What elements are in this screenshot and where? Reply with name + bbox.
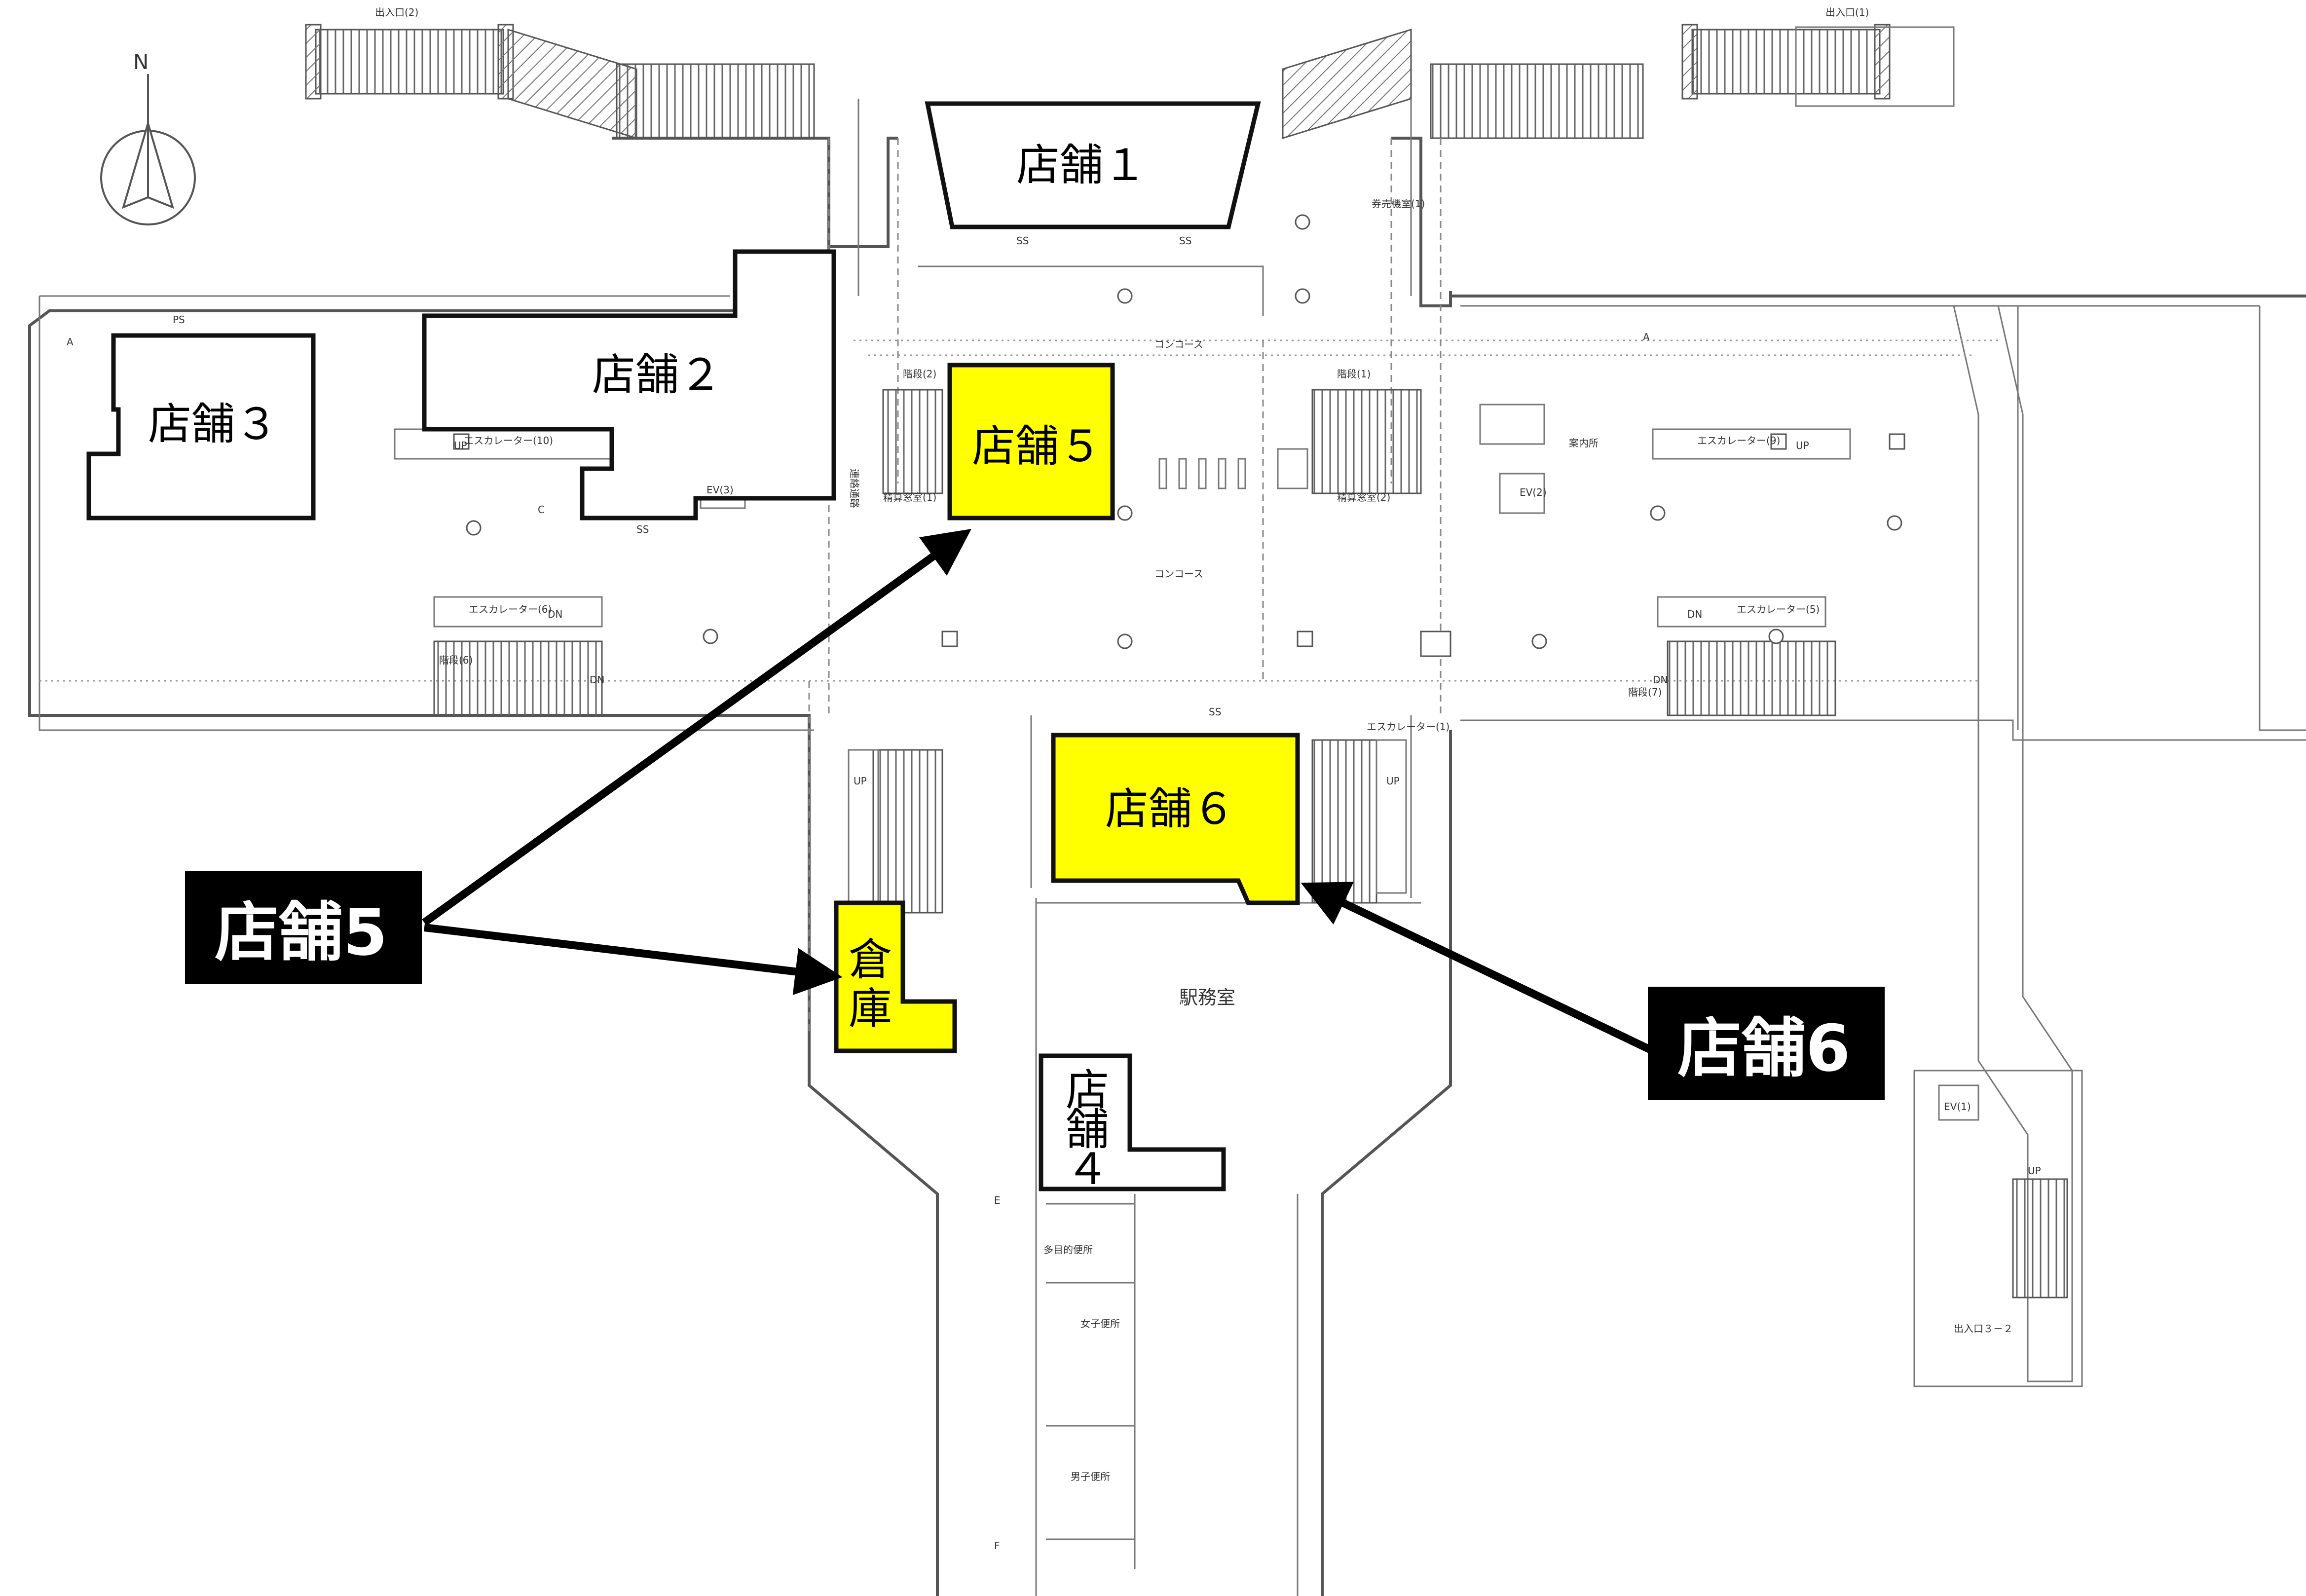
svg-text:コンコース: コンコース xyxy=(1154,338,1203,350)
svg-text:庫: 庫 xyxy=(849,983,892,1034)
svg-text:階段(7): 階段(7) xyxy=(1628,686,1662,698)
svg-text:店舗１: 店舗１ xyxy=(1016,140,1147,190)
svg-text:DN: DN xyxy=(1687,608,1702,620)
svg-text:駅務室: 駅務室 xyxy=(1179,987,1235,1008)
svg-text:男子便所: 男子便所 xyxy=(1071,1471,1110,1483)
exit-right-label: 出入口(1) xyxy=(1825,6,1869,18)
svg-text:精算窓室(2): 精算窓室(2) xyxy=(1337,491,1390,503)
svg-text:４: ４ xyxy=(1066,1144,1109,1194)
svg-text:EV(1): EV(1) xyxy=(1944,1101,1971,1113)
svg-text:UP: UP xyxy=(1386,775,1400,787)
columns xyxy=(453,214,1905,657)
svg-text:EV(2): EV(2) xyxy=(1520,486,1547,498)
svg-text:案内所: 案内所 xyxy=(1569,437,1599,449)
svg-text:エスカレーター(1): エスカレーター(1) xyxy=(1367,721,1450,733)
storage-highlight: 倉 庫 xyxy=(834,900,957,1053)
svg-text:エスカレーター(10): エスカレーター(10) xyxy=(464,435,553,446)
svg-text:店: 店 xyxy=(1066,1065,1109,1115)
svg-text:UP: UP xyxy=(854,775,867,787)
svg-text:エスカレーター(9): エスカレーター(9) xyxy=(1697,435,1780,446)
svg-text:E: E xyxy=(994,1194,1001,1206)
compass: N xyxy=(100,50,196,225)
svg-text:DN: DN xyxy=(590,674,604,686)
svg-text:F: F xyxy=(994,1540,1000,1552)
svg-text:エスカレーター(6): エスカレーター(6) xyxy=(469,603,552,615)
svg-text:SS: SS xyxy=(636,523,649,535)
svg-text:DN: DN xyxy=(548,608,562,620)
svg-text:店舗6: 店舗6 xyxy=(1677,1011,1850,1086)
stairs-and-escalators xyxy=(394,389,2068,1299)
shop-1: 店舗１ xyxy=(925,101,1261,229)
shop-4: 店 舗 ４ xyxy=(1039,1053,1226,1194)
svg-text:PS: PS xyxy=(173,314,185,326)
svg-text:舗: 舗 xyxy=(1066,1104,1109,1155)
svg-text:UP: UP xyxy=(1796,440,1809,451)
svg-text:多目的便所: 多目的便所 xyxy=(1043,1244,1093,1256)
svg-text:SS: SS xyxy=(1179,235,1191,247)
shop-2: 店舗２ xyxy=(422,249,836,520)
callout-shop5: 店舗5 xyxy=(185,871,422,984)
svg-text:券売機室(1): 券売機室(1) xyxy=(1372,198,1425,210)
svg-text:EV(3): EV(3) xyxy=(707,484,734,496)
svg-text:店舗５: 店舗５ xyxy=(972,421,1102,472)
svg-text:UP: UP xyxy=(2028,1165,2041,1177)
svg-text:C: C xyxy=(538,504,545,516)
callout-shop6: 店舗6 xyxy=(1648,987,1885,1100)
top-exit-structures xyxy=(305,24,1955,140)
callout-arrows xyxy=(422,528,1655,1055)
svg-text:出入口３－２: 出入口３－２ xyxy=(1954,1323,2013,1335)
svg-text:階段(1): 階段(1) xyxy=(1337,368,1371,380)
svg-text:倉: 倉 xyxy=(849,934,892,985)
svg-text:連絡通路: 連絡通路 xyxy=(849,469,860,508)
svg-text:女子便所: 女子便所 xyxy=(1080,1318,1120,1330)
svg-text:精算窓室(1): 精算窓室(1) xyxy=(883,491,936,503)
svg-text:店舗６: 店舗６ xyxy=(1105,783,1235,834)
plan-marks: UP UP DN DN DN DN UP UP UP PS SS SS SS S… xyxy=(67,235,2041,1552)
exit-left-label: 出入口(2) xyxy=(375,6,418,18)
north-label: N xyxy=(133,50,149,74)
shop-6-highlight: 店舗６ xyxy=(1051,733,1300,905)
svg-text:エスカレーター(5): エスカレーター(5) xyxy=(1737,603,1820,615)
svg-text:コンコース: コンコース xyxy=(1154,568,1203,580)
shop-5-highlight: 店舗５ xyxy=(947,363,1115,520)
svg-text:DN: DN xyxy=(1653,674,1668,686)
svg-text:店舗２: 店舗２ xyxy=(592,349,722,400)
svg-text:店舗３: 店舗３ xyxy=(148,399,278,449)
svg-text:SS: SS xyxy=(1016,235,1029,247)
svg-text:SS: SS xyxy=(1209,706,1221,718)
gates xyxy=(1158,448,1308,489)
svg-text:階段(2): 階段(2) xyxy=(903,368,936,380)
svg-text:UP: UP xyxy=(454,440,467,451)
shop-3: 店舗３ xyxy=(86,333,316,520)
svg-text:階段(6): 階段(6) xyxy=(439,654,473,666)
room-labels: コンコース コンコース 駅務室 精算窓室(1) 精算窓室(2) 券売機室(1) … xyxy=(439,198,2013,1483)
svg-text:A: A xyxy=(1643,331,1650,343)
svg-text:A: A xyxy=(67,336,74,348)
svg-text:店舗5: 店舗5 xyxy=(215,895,387,970)
